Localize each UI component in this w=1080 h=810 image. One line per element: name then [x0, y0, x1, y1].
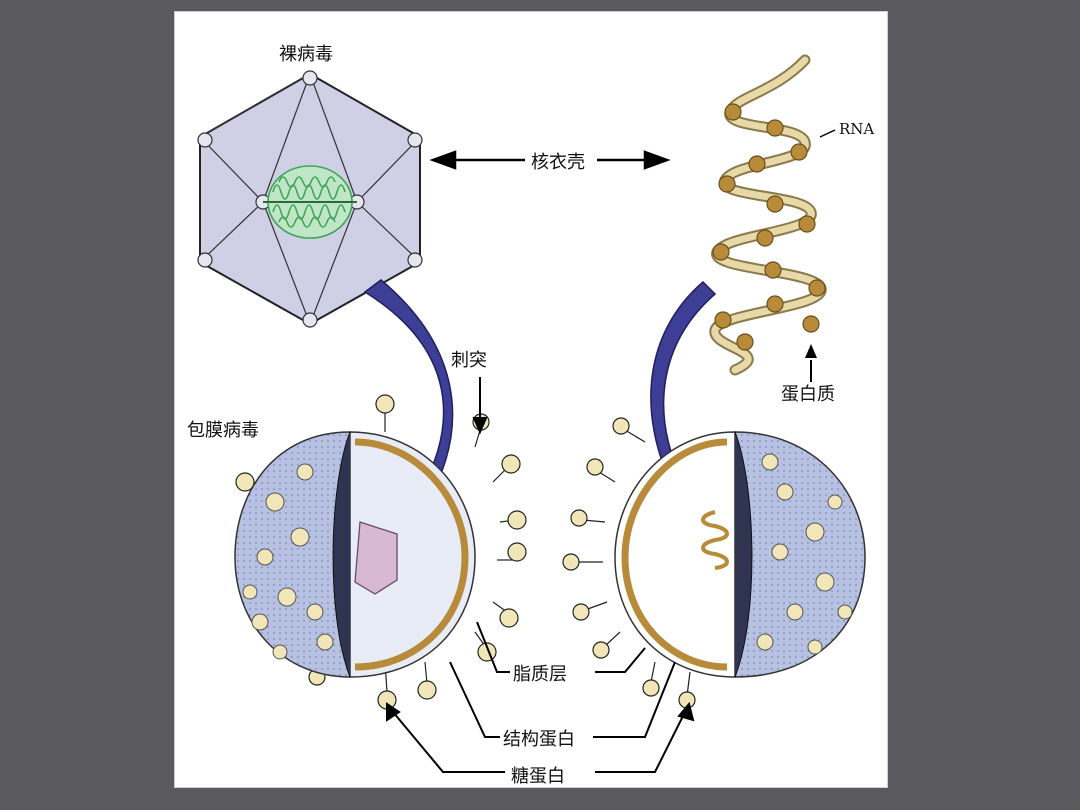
helical-nucleocapsid — [709, 54, 836, 382]
label-naked-virus: 裸病毒 — [279, 44, 333, 65]
label-spike: 刺突 — [451, 350, 487, 371]
leader-lines — [386, 377, 695, 773]
label-protein: 蛋白质 — [781, 384, 835, 405]
label-capsid: 核衣壳 — [531, 152, 585, 173]
label-glycoprotein: 糖蛋白 — [511, 766, 565, 787]
naked-virus-icosahedron — [197, 70, 423, 328]
enveloped-virus-right — [562, 417, 866, 709]
capsid-double-arrow — [429, 150, 671, 170]
label-enveloped-virus: 包膜病毒 — [187, 420, 259, 441]
virus-structure-diagram — [197, 54, 866, 773]
nucleic-acid-coil — [263, 165, 357, 239]
enveloped-virus-left — [234, 394, 527, 710]
label-rna: RNA — [839, 120, 875, 138]
slide: 裸病毒 核衣壳 RNA 刺突 蛋白质 包膜病毒 脂质层 结构蛋白 糖蛋白 — [175, 12, 887, 787]
label-lipid-layer: 脂质层 — [513, 664, 567, 685]
label-structural-protein: 结构蛋白 — [503, 729, 575, 750]
